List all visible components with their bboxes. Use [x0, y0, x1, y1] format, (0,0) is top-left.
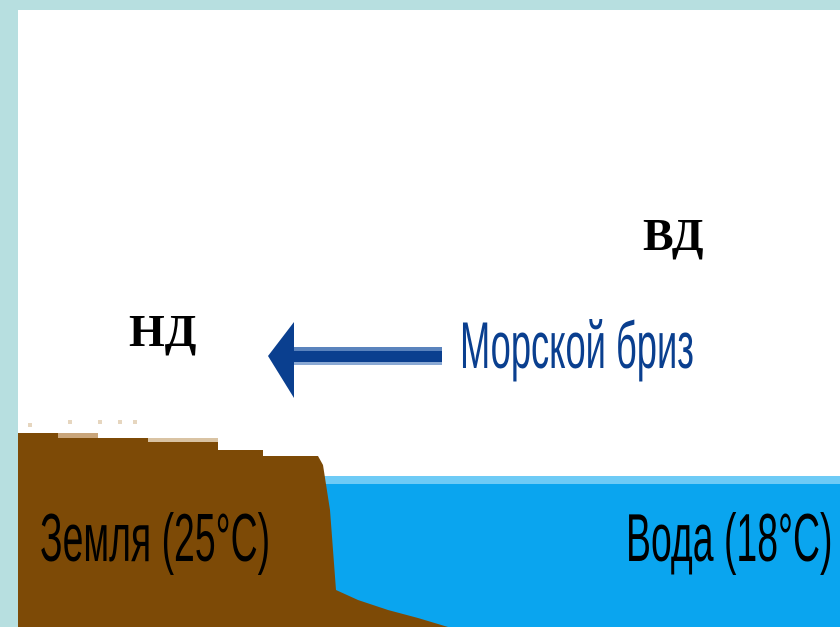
land-top-highlight	[148, 438, 218, 442]
breeze-arrow-shaft	[294, 349, 442, 363]
water-surface-line	[324, 476, 840, 484]
land-top-highlight	[68, 420, 72, 424]
slide: НД ВД Морской бриз Земля (25°С) Вода (18…	[18, 10, 840, 627]
land-top-highlight	[118, 420, 122, 424]
land-top-highlight	[98, 420, 102, 424]
land-top-highlight	[133, 420, 137, 424]
breeze-arrow-head	[268, 322, 294, 398]
breeze-arrow-shaft-highlight	[294, 347, 442, 351]
land-top-highlight	[28, 423, 32, 427]
sea-breeze-scene	[18, 322, 840, 627]
water-temperature-label: Вода (18°С)	[626, 500, 833, 576]
high-pressure-label: ВД	[643, 209, 704, 260]
land-body	[18, 433, 448, 627]
low-pressure-label: НД	[129, 305, 197, 356]
water-body	[324, 476, 840, 627]
breeze-arrow-shaft-highlight	[294, 362, 442, 365]
breeze-label: Морской бриз	[460, 308, 694, 382]
land-temperature-label: Земля (25°С)	[40, 500, 271, 576]
land-top-highlight	[58, 433, 98, 438]
